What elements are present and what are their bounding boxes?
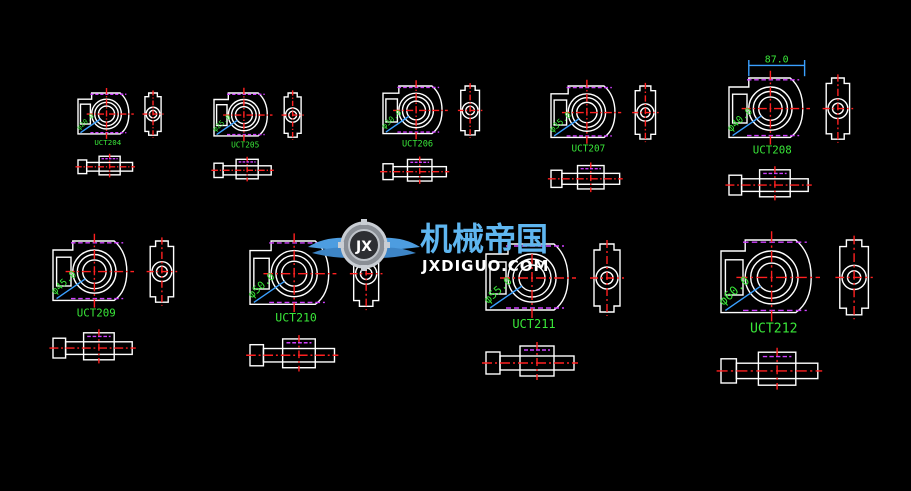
diameter-leader-line xyxy=(732,115,762,137)
part-label: UCT207 xyxy=(572,144,606,155)
top-view xyxy=(547,162,623,193)
side-view xyxy=(632,82,659,143)
gear-wings-logo-icon: JX xyxy=(308,219,420,271)
top-view xyxy=(380,156,450,184)
part-label: UCT211 xyxy=(512,317,555,331)
watermark: JX 机械帝国 JXDIGUO.COM xyxy=(308,219,549,275)
side-view xyxy=(142,90,164,138)
top-view xyxy=(716,347,823,390)
watermark-title-cn: 机械帝国 xyxy=(420,220,548,258)
side-view xyxy=(146,237,178,306)
watermark-badge: JX xyxy=(355,239,372,255)
diameter-leader-line xyxy=(253,280,285,304)
diameter-leader-line xyxy=(489,285,523,309)
top-view xyxy=(725,166,812,201)
side-view xyxy=(822,74,854,143)
part-label: UCT210 xyxy=(275,311,317,325)
diameter-leader-line xyxy=(385,115,410,133)
side-view xyxy=(835,235,873,320)
width-dimension: 87.0 xyxy=(765,55,789,66)
side-view xyxy=(590,240,624,316)
diameter-leader-line xyxy=(80,118,101,134)
top-view xyxy=(75,153,136,178)
side-view xyxy=(281,90,304,140)
part-label: UCT206 xyxy=(402,139,433,149)
top-view xyxy=(246,335,339,372)
watermark-title-en: JXDIGUO.COM xyxy=(421,257,549,275)
diameter-leader-line xyxy=(553,118,580,137)
part-label: UCT204 xyxy=(94,138,121,147)
top-view xyxy=(49,329,136,364)
top-view xyxy=(211,156,274,182)
part-label: UCT205 xyxy=(231,141,259,150)
part-label: UCT212 xyxy=(750,321,798,336)
diameter-leader-line xyxy=(216,119,238,136)
diameter-leader-line xyxy=(56,278,86,300)
diameter-leader-line xyxy=(725,285,761,311)
side-view xyxy=(457,83,483,138)
part-label: UCT208 xyxy=(753,144,792,157)
top-view xyxy=(482,342,578,380)
part-label: UCT209 xyxy=(77,307,116,320)
